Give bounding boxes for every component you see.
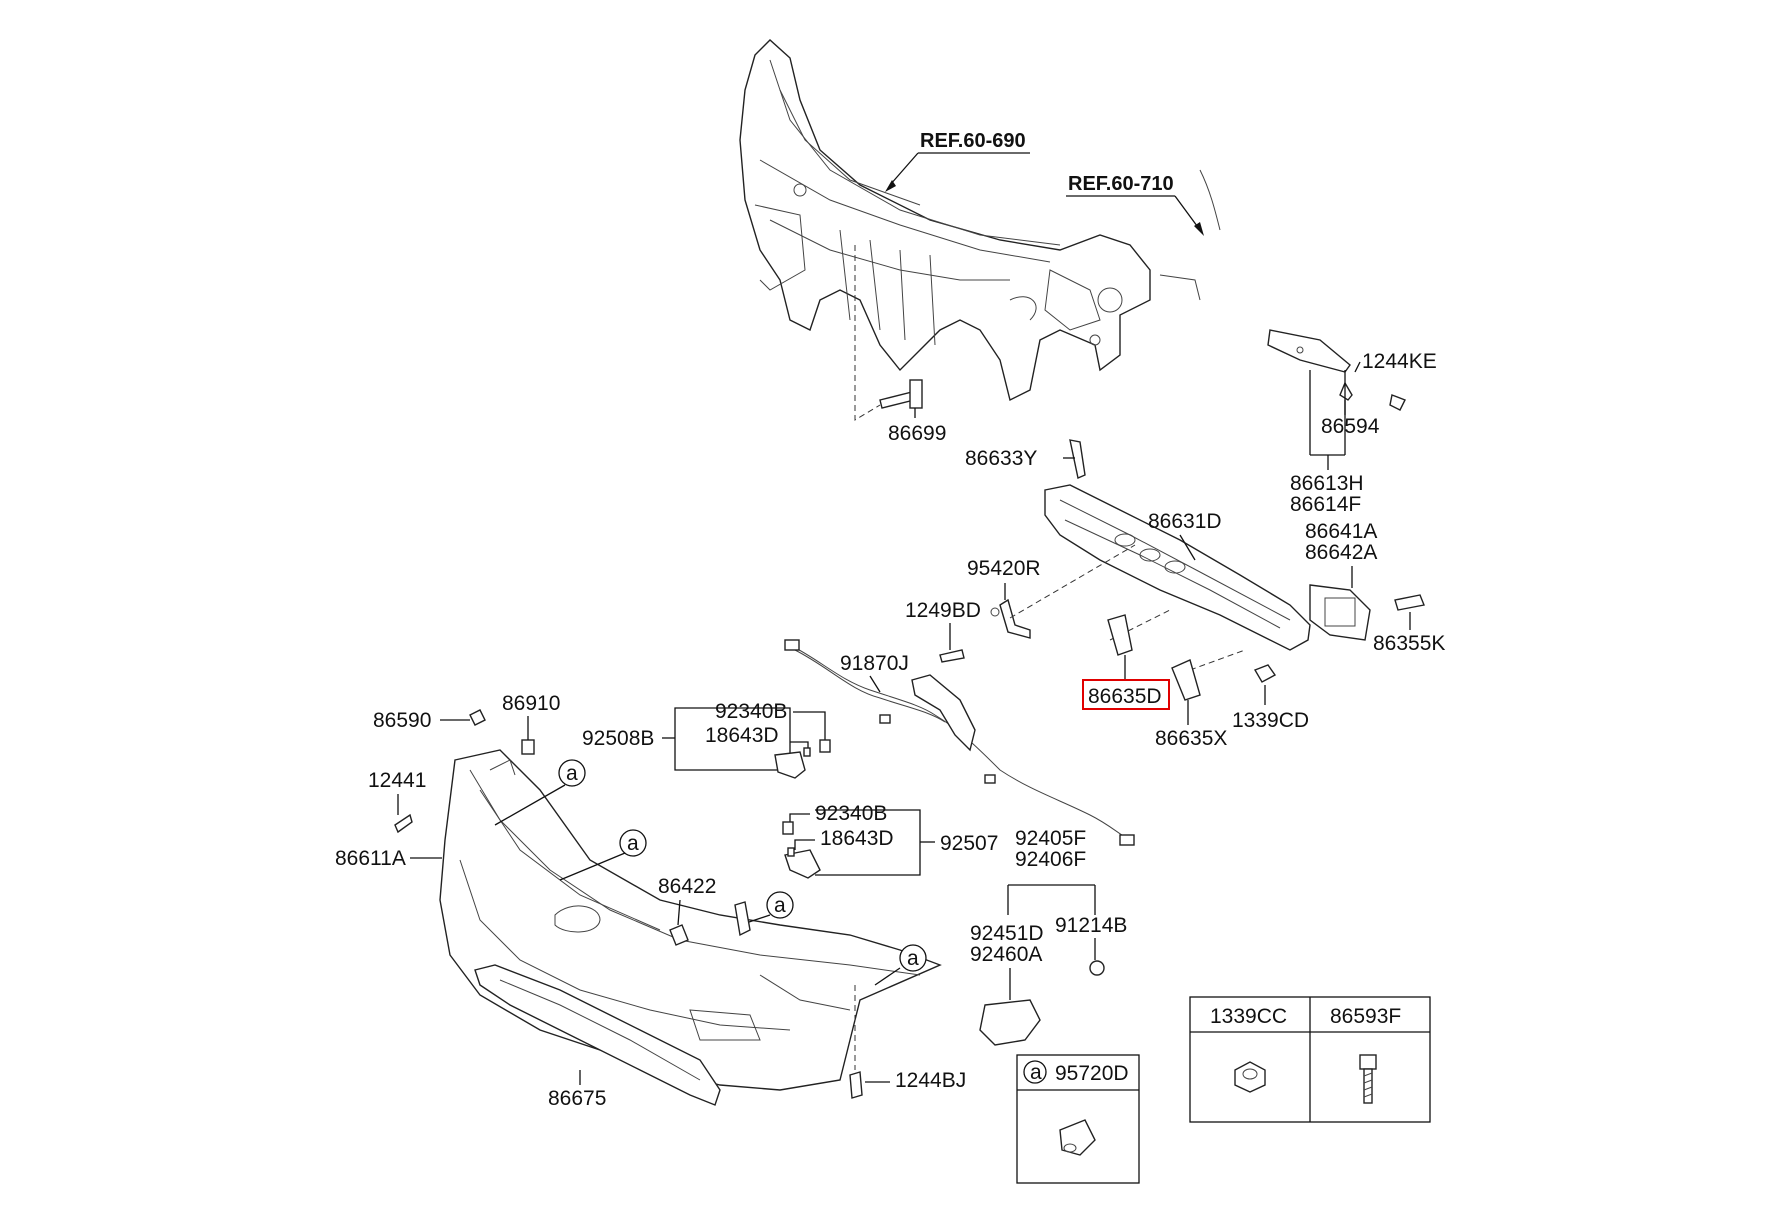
bracket-86635X xyxy=(1171,659,1201,701)
label-18643D-lower: 18643D xyxy=(820,827,894,850)
label-86642A: 86642A xyxy=(1305,541,1377,564)
callout-a-4: a xyxy=(874,944,927,986)
label-92451D: 92451D xyxy=(970,922,1044,945)
label-86641A: 86641A xyxy=(1305,520,1377,543)
label-92508B: 92508B xyxy=(582,727,654,750)
label-86611A: 86611A xyxy=(335,847,406,870)
bolt-1249BD xyxy=(939,649,965,663)
highlight-box-86635D xyxy=(1082,679,1170,710)
callout-box-part: 95720D xyxy=(1055,1062,1129,1085)
sensor-holder-92507 xyxy=(782,821,821,879)
label-86614F: 86614F xyxy=(1290,493,1361,516)
lower-garnish-86675 xyxy=(474,964,721,1106)
rear-panel-drawing xyxy=(739,39,1221,402)
label-86355K: 86355K xyxy=(1373,632,1445,655)
nut-1339CC-icon xyxy=(1234,1061,1266,1093)
ref-label-60-690: REF.60-690 xyxy=(920,130,1026,152)
reflector-lamp-92405F xyxy=(979,960,1105,1046)
bumper-cover-86611A xyxy=(439,749,942,1091)
bolt-86593F-icon xyxy=(1359,1054,1377,1104)
label-86635X: 86635X xyxy=(1155,727,1227,750)
nut-1339CD xyxy=(1253,664,1277,683)
label-92460A: 92460A xyxy=(970,943,1042,966)
bracket-95420R xyxy=(990,598,1031,639)
callout-a-2: a xyxy=(559,829,647,881)
clip-86590 xyxy=(469,709,486,726)
svg-text:a: a xyxy=(774,894,786,917)
label-91870J: 91870J xyxy=(840,652,909,675)
sensor-holder-92508B xyxy=(774,739,831,779)
label-1339CD: 1339CD xyxy=(1232,709,1309,732)
bolt-12441 xyxy=(394,813,413,834)
label-1244KE: 1244KE xyxy=(1362,350,1437,373)
label-92340B-upper: 92340B xyxy=(715,700,787,723)
svg-text:a: a xyxy=(566,762,578,785)
callout-box-letter: a xyxy=(1030,1061,1042,1084)
screw-1244BJ xyxy=(849,1071,863,1099)
bracket-86635D xyxy=(1107,614,1133,656)
label-86594: 86594 xyxy=(1321,415,1380,438)
ref-label-60-710: REF.60-710 xyxy=(1068,173,1174,195)
label-12441: 12441 xyxy=(368,769,426,792)
svg-text:a: a xyxy=(627,832,639,855)
label-95420R: 95420R xyxy=(967,557,1041,580)
label-86590: 86590 xyxy=(373,709,431,732)
callout-a-3: a xyxy=(739,891,794,926)
label-1244BJ: 1244BJ xyxy=(895,1069,966,1092)
mount-bracket-86641A xyxy=(1309,584,1425,641)
parts-table: 1339CC 86593F xyxy=(1189,996,1431,1123)
label-86633Y: 86633Y xyxy=(965,447,1037,470)
label-86613H: 86613H xyxy=(1290,472,1364,495)
label-86635D: 86635D xyxy=(1088,685,1162,708)
label-86675: 86675 xyxy=(548,1087,606,1110)
bracket-86633Y xyxy=(1069,439,1086,479)
bolt-86699-drawing xyxy=(879,379,923,409)
label-92340B-lower: 92340B xyxy=(815,802,887,825)
label-86910: 86910 xyxy=(502,692,560,715)
label-92507: 92507 xyxy=(940,832,998,855)
label-92406F: 92406F xyxy=(1015,848,1086,871)
clip-86422 xyxy=(669,924,689,946)
label-92405F: 92405F xyxy=(1015,827,1086,850)
table-header-1339CC: 1339CC xyxy=(1210,1005,1287,1028)
callout-box-95720D: a 95720D xyxy=(1016,1054,1140,1184)
table-header-86593F: 86593F xyxy=(1330,1005,1401,1028)
label-86631D: 86631D xyxy=(1148,510,1222,533)
label-18643D-upper: 18643D xyxy=(705,724,779,747)
parking-sensor-95720D xyxy=(1059,1119,1096,1156)
label-86422: 86422 xyxy=(658,875,716,898)
label-1249BD: 1249BD xyxy=(905,599,981,622)
label-86699: 86699 xyxy=(888,422,946,445)
label-91214B: 91214B xyxy=(1055,914,1127,937)
svg-text:a: a xyxy=(907,947,919,970)
wiring-harness-91870J xyxy=(784,639,1135,846)
bracket-86422 xyxy=(734,901,751,937)
callout-a-1: a xyxy=(494,759,586,826)
clip-86910 xyxy=(521,739,535,755)
bumper-beam-86631D xyxy=(1044,484,1311,651)
